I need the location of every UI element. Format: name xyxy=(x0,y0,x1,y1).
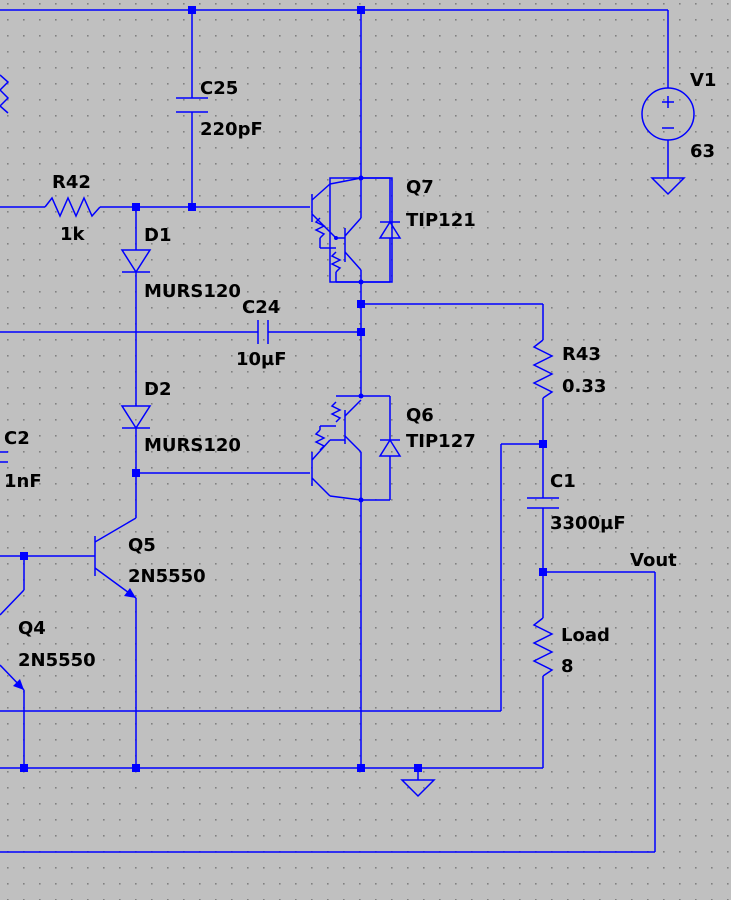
resistor-load[interactable]: Load 8 xyxy=(532,617,610,677)
d2-name: D2 xyxy=(144,379,171,400)
c1-value: 3300µF xyxy=(550,513,626,534)
q4-value: 2N5550 xyxy=(18,650,96,671)
c1-name: C1 xyxy=(550,471,576,492)
net-label-vout: Vout xyxy=(630,550,677,571)
load-name: Load xyxy=(561,625,610,646)
transistor-q5[interactable]: Q5 2N5550 xyxy=(94,517,206,599)
transistor-q7[interactable]: Q7 TIP121 xyxy=(311,175,476,285)
r43-name: R43 xyxy=(562,344,601,365)
resistor-r43[interactable]: R43 0.33 xyxy=(532,339,606,399)
voltage-source-v1[interactable]: V1 63 xyxy=(641,70,716,162)
d1-name: D1 xyxy=(144,225,171,246)
v1-value: 63 xyxy=(690,141,715,162)
d2-value: MURS120 xyxy=(144,435,241,456)
transistor-q4[interactable]: Q4 2N5550 xyxy=(0,589,96,691)
c25-name: C25 xyxy=(200,78,238,99)
ground-symbol-v1 xyxy=(650,177,686,196)
q6-name: Q6 xyxy=(406,405,434,426)
q5-value: 2N5550 xyxy=(128,566,206,587)
ground-symbol xyxy=(400,779,436,798)
q5-name: Q5 xyxy=(128,535,156,556)
q4-name: Q4 xyxy=(18,618,46,639)
resistor-r42[interactable]: R42 1k xyxy=(44,172,101,245)
c24-value: 10µF xyxy=(236,349,287,370)
d1-value: MURS120 xyxy=(144,281,241,302)
v1-name: V1 xyxy=(690,70,716,91)
r42-value: 1k xyxy=(60,224,86,245)
capacitor-c25[interactable]: C25 220pF xyxy=(176,78,263,140)
transistor-q6[interactable]: Q6 TIP127 xyxy=(311,393,476,503)
c24-name: C24 xyxy=(242,297,280,318)
c2-name: C2 xyxy=(4,428,30,449)
q7-value: TIP121 xyxy=(406,210,476,231)
q7-name: Q7 xyxy=(406,177,434,198)
load-value: 8 xyxy=(561,656,574,677)
r42-name: R42 xyxy=(52,172,91,193)
capacitor-c1[interactable]: C1 3300µF xyxy=(527,471,626,534)
r43-value: 0.33 xyxy=(562,376,606,397)
partial-resistor-left xyxy=(0,74,10,114)
capacitor-c2[interactable]: C2 1nF xyxy=(4,428,42,492)
c2-value: 1nF xyxy=(4,471,42,492)
q6-value: TIP127 xyxy=(406,431,476,452)
diode-d1[interactable]: D1 MURS120 xyxy=(120,225,241,302)
junction-nodes xyxy=(20,6,547,772)
c25-value: 220pF xyxy=(200,119,263,140)
capacitor-c24[interactable]: C24 10µF xyxy=(236,297,287,370)
diode-d2[interactable]: D2 MURS120 xyxy=(120,379,241,456)
